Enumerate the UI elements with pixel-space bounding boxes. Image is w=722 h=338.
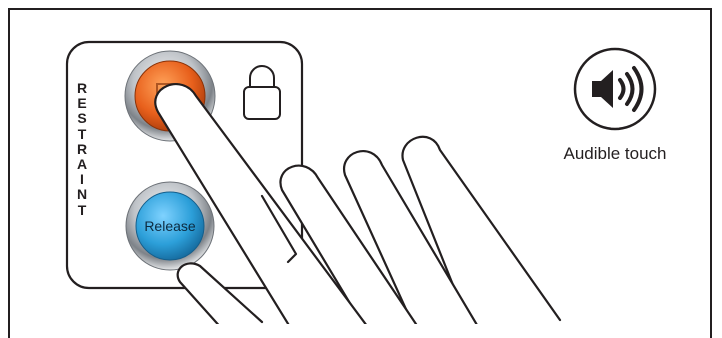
restraint-letter: T <box>74 203 90 218</box>
speaker-icon <box>572 46 658 132</box>
release-button-label: Release <box>144 218 196 234</box>
restraint-letter: S <box>74 111 90 126</box>
restraint-letter: T <box>74 127 90 142</box>
restraint-letter: A <box>74 157 90 172</box>
restraint-letter: I <box>74 172 90 187</box>
restraint-letter: N <box>74 187 90 202</box>
release-button[interactable]: Release <box>126 182 214 270</box>
restraint-vertical-label: R E S T R A I N T <box>74 81 90 218</box>
audible-touch-caption: Audible touch <box>540 144 690 164</box>
restraint-letter: R <box>74 81 90 96</box>
restraint-letter: R <box>74 142 90 157</box>
restraint-letter: E <box>74 96 90 111</box>
